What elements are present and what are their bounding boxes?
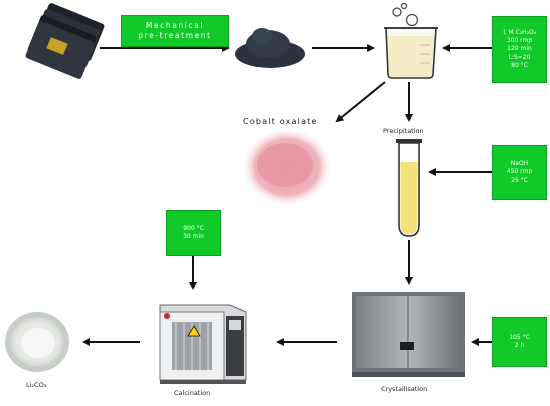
mechanical-line-1: Mechanical: [145, 20, 205, 30]
leach-time: 120 min: [507, 45, 532, 53]
test-tube-image: [396, 139, 422, 237]
li2co3-label: Li₂CO₃: [26, 381, 47, 389]
cryst-temp: 105 °C: [509, 333, 530, 341]
leach-temp: 80 °C: [511, 61, 528, 69]
precipitation-conditions-box: NaOH 450 rmp 25 °C: [492, 145, 547, 200]
crystallisation-conditions-box: 105 °C 2 h: [492, 317, 547, 367]
pink-powder-image: [241, 127, 333, 207]
calcination-conditions-box: 900 °C 30 min: [166, 210, 221, 256]
precip-temp: 25 °C: [511, 176, 528, 184]
leach-speed: 300 rmp: [506, 37, 533, 45]
precip-reagent: NaOH: [510, 160, 529, 168]
cryst-time: 2 h: [514, 342, 525, 349]
cobalt-oxalate-label: Cobalt oxalate: [243, 117, 318, 126]
leach-reagent: 1 M C₂H₂O₄: [502, 29, 537, 37]
leaching-conditions-box: 1 M C₂H₂O₄ 300 rmp 120 min L:S=20 80 °C: [492, 16, 547, 83]
calc-time: 30 min: [183, 233, 204, 240]
product-dish-image: [5, 312, 69, 372]
calcination-label: Calcination: [174, 389, 211, 397]
mechanical-pretreatment-box: Mechanical pre-treatment: [121, 15, 229, 47]
calc-temp: 900 °C: [183, 224, 204, 232]
precipitation-label: Precipitation: [383, 127, 424, 135]
leach-ratio: L:S=20: [508, 53, 531, 61]
drying-oven-image: [352, 292, 465, 377]
precip-speed: 450 rmp: [506, 168, 533, 176]
battery-stack-image: [25, 3, 105, 79]
flow-arrows: [82, 44, 492, 346]
arrow-beaker-to-cobalt: [335, 81, 386, 123]
beaker-image: [384, 2, 438, 79]
mechanical-line-2: pre-treatment: [138, 31, 212, 40]
crystallisation-label: Crystallisation: [381, 385, 428, 393]
black-powder-image: [235, 28, 305, 68]
furnace-image: [159, 304, 247, 384]
